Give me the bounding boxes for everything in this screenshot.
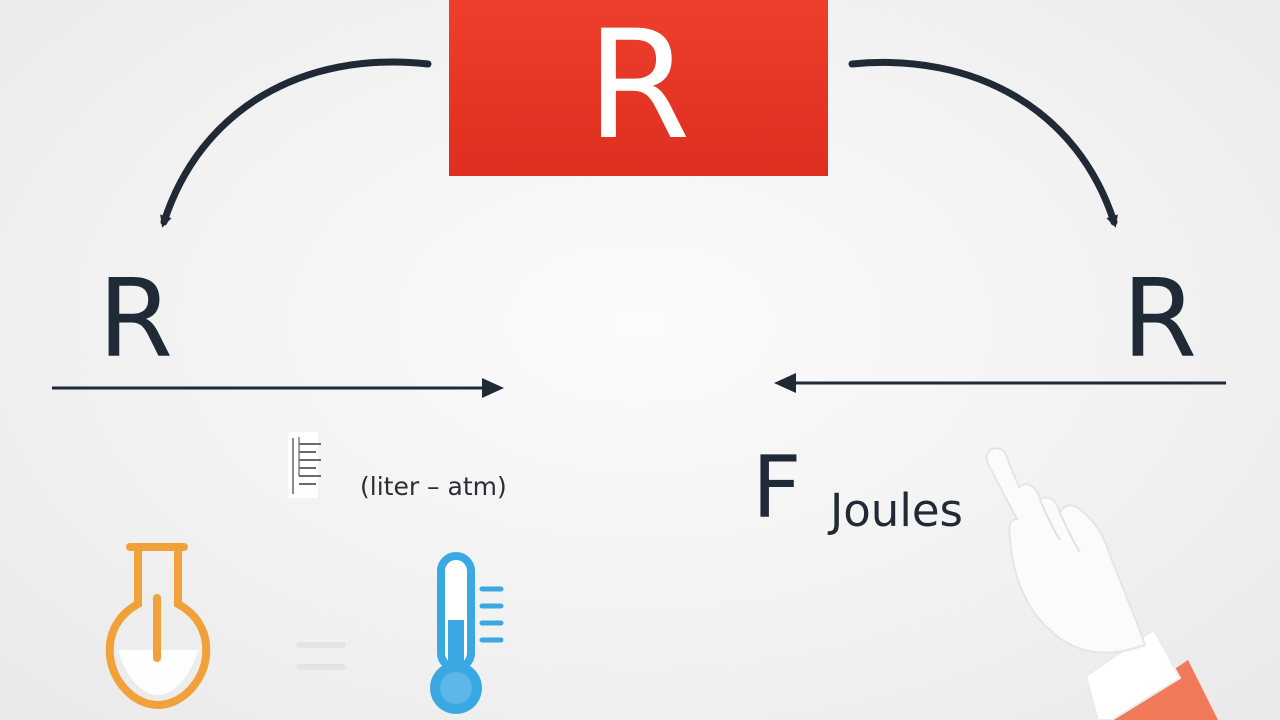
- thermometer-icon: [430, 552, 504, 714]
- curved-arrow-right: [848, 59, 1118, 228]
- joules-unit: Joules: [830, 484, 963, 537]
- f-label: F: [752, 438, 802, 538]
- liter-atm-unit: (liter – atm): [360, 472, 507, 501]
- central-r-box: R: [449, 0, 828, 176]
- document-icon: [288, 432, 321, 498]
- left-r-label: R: [98, 257, 174, 382]
- left-arrow-line: [774, 373, 1226, 393]
- flask-icon: [105, 543, 211, 710]
- pointing-hand-icon: [985, 447, 1218, 720]
- equals-icon: [296, 642, 346, 670]
- curved-arrow-left: [160, 58, 432, 228]
- right-arrow-line: [52, 378, 504, 398]
- central-r-label: R: [586, 0, 691, 173]
- right-r-label: R: [1122, 257, 1198, 382]
